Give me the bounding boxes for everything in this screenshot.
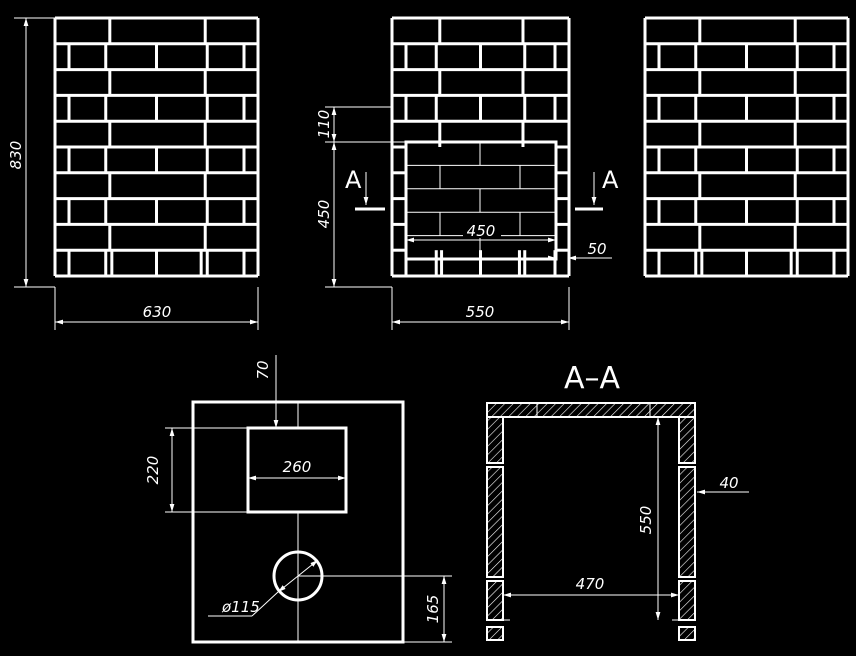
left-elevation: 830 630 [7, 16, 260, 330]
section-wall-dimension: 40 [697, 474, 749, 495]
section-height-label: 550 [637, 506, 655, 535]
offset-label: 50 [587, 240, 606, 258]
plan-hole-dimension: ø115 [208, 559, 319, 617]
left-height-label: 830 [7, 141, 25, 170]
opening-height-label: 450 [315, 200, 333, 229]
plan-view: 70 220 260 ø115 165 [144, 355, 452, 644]
section-marker-left-label: A [345, 166, 362, 194]
offset-dimension: 50 [540, 240, 612, 261]
opening-width-label: 450 [467, 222, 496, 240]
plan-top-offset-label: 70 [254, 360, 272, 379]
lintel-dimension: 110 [315, 106, 406, 143]
section-marker-right: A [575, 166, 619, 211]
plan-opening-rect [246, 426, 348, 514]
section-wall-label: 40 [719, 474, 738, 492]
right-elevation [643, 16, 850, 278]
lintel-label: 110 [315, 110, 333, 139]
fire-opening [404, 140, 558, 261]
front-width-dimension: 550 [391, 287, 570, 330]
section-width-dimension: 470 [503, 575, 679, 598]
plan-rect-width-dimension: 260 [248, 458, 346, 481]
plan-hole-offset-dimension: 165 [298, 575, 452, 643]
section-width-label: 470 [576, 575, 605, 593]
plan-top-offset-dimension: 70 [254, 355, 279, 428]
section-marker-left: A [345, 166, 385, 211]
section-walls [486, 402, 696, 641]
plan-rect-height-label: 220 [144, 456, 162, 485]
section-view: A–A 550 470 [486, 361, 749, 641]
section-height-dimension: 550 [637, 417, 661, 620]
section-title: A–A [564, 361, 621, 396]
front-elevation: A A 110 450 450 [315, 16, 619, 330]
plan-hole-offset-label: 165 [424, 595, 442, 624]
plan-hole-label: ø115 [221, 598, 260, 616]
left-width-label: 630 [143, 303, 172, 321]
section-marker-right-label: A [602, 166, 619, 194]
opening-height-dimension: 450 [315, 142, 392, 288]
front-width-label: 550 [466, 303, 495, 321]
right-brick-wall [643, 16, 850, 278]
plan-rect-height-dimension: 220 [144, 427, 248, 513]
plan-rect-width-label: 260 [283, 458, 312, 476]
opening-width-dimension: 450 [406, 222, 556, 243]
left-width-dimension: 630 [54, 287, 259, 330]
left-brick-wall [53, 16, 260, 278]
left-height-dimension: 830 [7, 17, 55, 288]
